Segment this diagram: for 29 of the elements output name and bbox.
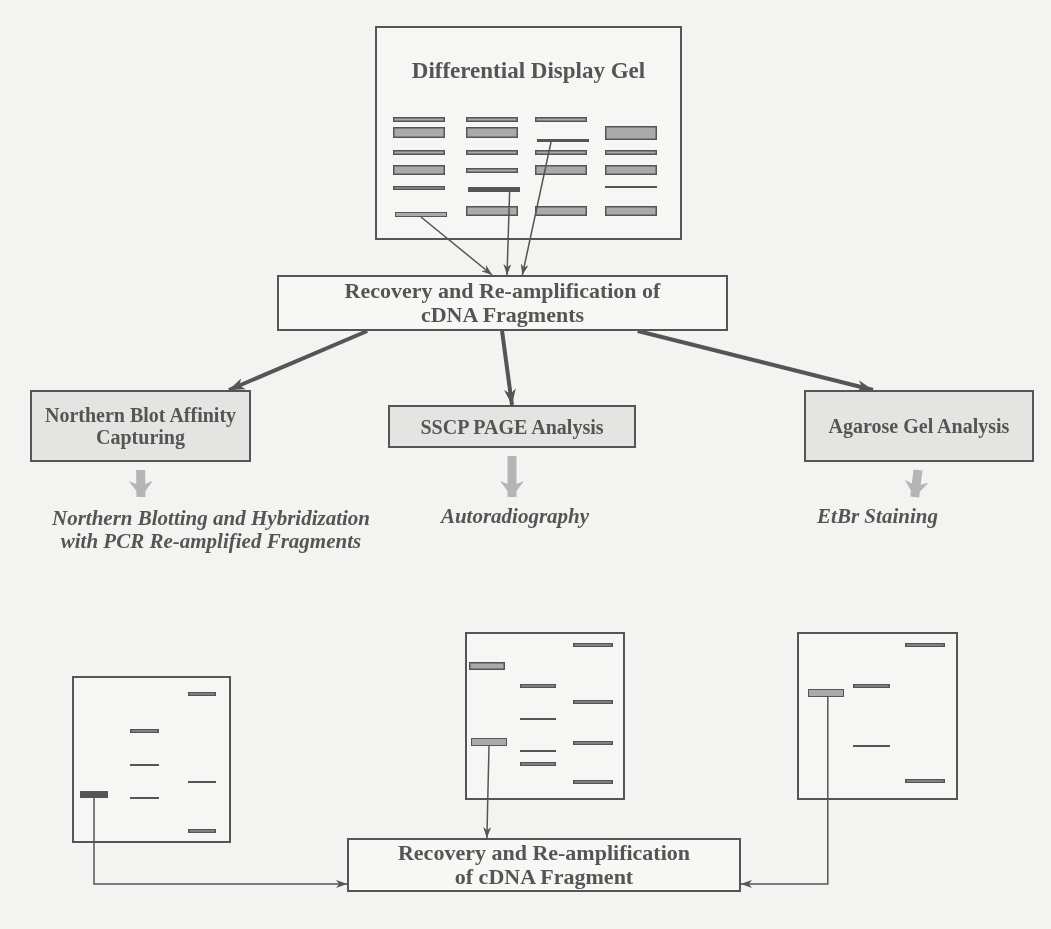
process-box: Recovery and Re-amplification of cDNA Fragment: [347, 838, 741, 892]
process-box: Agarose Gel Analysis: [804, 390, 1034, 462]
gel-panel: [72, 676, 231, 843]
arrow: [483, 745, 492, 839]
arrow: [904, 469, 929, 498]
step-label: Northern Blotting and Hybridization with PCR Re-amplified Fragments: [51, 506, 371, 554]
process-box: SSCP PAGE Analysis: [388, 405, 636, 448]
arrow: [503, 191, 512, 276]
gel-band: [468, 187, 520, 192]
arrow: [520, 141, 552, 276]
arrow: [500, 456, 524, 497]
step-label: EtBr Staining: [817, 505, 938, 529]
process-box: Northern Blot Affinity Capturing: [30, 390, 251, 462]
gel-band: [395, 212, 447, 217]
step-label: Autoradiography: [440, 505, 590, 529]
process-box: Recovery and Re-amplification of cDNA Fragments: [277, 275, 728, 331]
gel-panel: [465, 632, 625, 800]
arrow: [500, 330, 516, 406]
gel-band: [537, 139, 589, 142]
gel-band: [80, 791, 108, 798]
arrow: [740, 696, 829, 888]
arrow: [93, 797, 348, 888]
gel-band: [808, 689, 844, 697]
arrow: [420, 216, 493, 276]
gel-panel: [797, 632, 958, 800]
arrow: [637, 329, 874, 392]
gel-band: [471, 738, 507, 746]
arrow: [128, 469, 153, 498]
arrow: [228, 329, 368, 392]
